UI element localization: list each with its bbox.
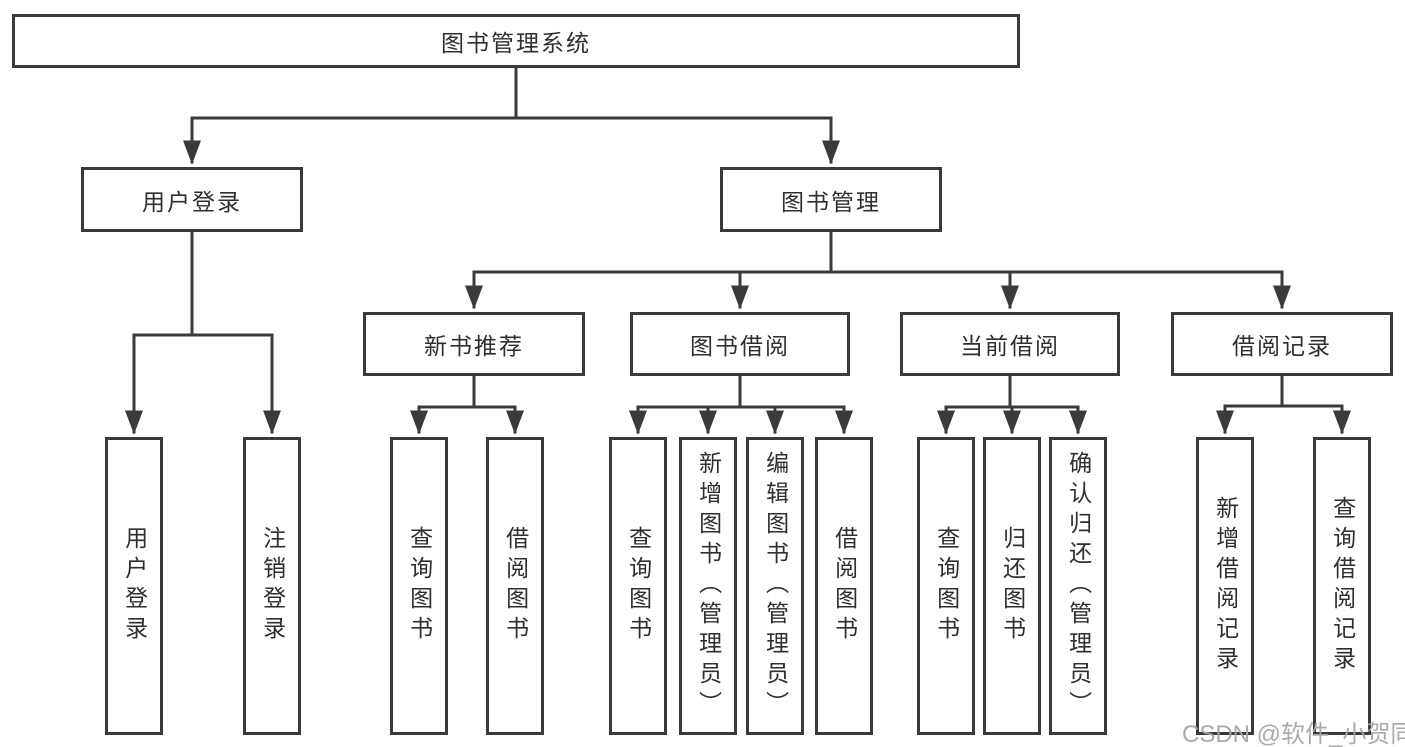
leaf-query-borrow-record: 查询借阅记录 [1313,437,1371,735]
node-label: 查询图书 [625,526,652,646]
node-label: 用户登录 [121,526,148,646]
node-label: 归还图书 [999,526,1026,646]
node-label: 查询图书 [933,526,960,646]
node-label: 查询图书 [406,526,433,646]
leaf-borrow-books-recommend: 借阅图书 [486,437,544,735]
leaf-confirm-return-admin: 确认归还（管理员） [1049,437,1107,735]
leaf-query-books-borrowing: 查询图书 [609,437,667,735]
node-borrowing-records: 借阅记录 [1171,312,1393,376]
node-label: 用户登录 [142,188,242,215]
node-label: 新增借阅记录 [1212,496,1239,676]
node-label: 新书推荐 [424,333,524,359]
node-current-borrowing: 当前借阅 [900,312,1120,376]
node-label: 注销登录 [259,526,286,646]
node-label: 图书管理 [781,188,881,215]
node-label: 图书借阅 [690,333,790,359]
leaf-add-borrow-record: 新增借阅记录 [1196,437,1254,735]
leaf-logout: 注销登录 [243,437,301,735]
node-label: 图书管理系统 [441,30,591,56]
node-label: 借阅记录 [1232,333,1332,359]
leaf-add-book-admin: 新增图书（管理员） [679,437,737,735]
leaf-borrow-books-borrowing: 借阅图书 [815,437,873,735]
leaf-edit-book-admin: 编辑图书（管理员） [746,437,804,735]
node-new-book-recommend: 新书推荐 [363,312,585,376]
node-label: 确认归还（管理员） [1065,451,1092,721]
node-label: 借阅图书 [502,526,529,646]
node-label: 当前借阅 [960,333,1060,359]
leaf-query-books-recommend: 查询图书 [390,437,448,735]
node-label: 新增图书（管理员） [695,451,722,721]
leaf-query-books-current: 查询图书 [917,437,975,735]
csdn-watermark: CSDN @软件_小贺同学 [1182,721,1405,747]
node-label: 借阅图书 [831,526,858,646]
leaf-return-book: 归还图书 [983,437,1041,735]
node-user-login: 用户登录 [81,167,303,232]
node-label: 查询借阅记录 [1329,496,1356,676]
leaf-user-login: 用户登录 [105,437,163,735]
node-label: 编辑图书（管理员） [762,451,789,721]
node-root-system: 图书管理系统 [12,14,1020,68]
node-book-borrowing: 图书借阅 [630,312,850,376]
node-book-management: 图书管理 [720,167,942,232]
